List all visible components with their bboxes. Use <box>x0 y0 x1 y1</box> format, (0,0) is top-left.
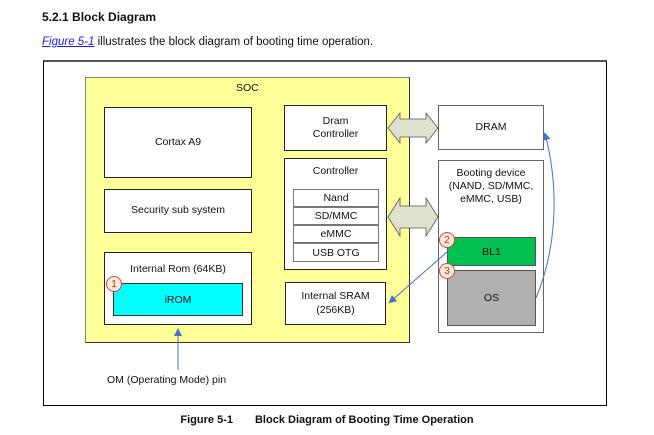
controller-bus-arrow <box>387 196 439 238</box>
controller-item-nand: Nand <box>293 189 379 207</box>
step-2-badge: 2 <box>439 232 455 248</box>
figure-caption: Figure 5-1 Block Diagram of Booting Time … <box>0 414 654 426</box>
dram-controller-label-2: Controller <box>312 128 359 140</box>
soc-label: SOC <box>236 82 259 94</box>
os-block: OS <box>447 270 536 326</box>
dram-label: DRAM <box>475 120 507 133</box>
controller-label: Controller <box>312 165 359 177</box>
bl1-block: BL1 <box>447 237 536 266</box>
controller-item-emmc: eMMC <box>293 225 379 243</box>
dram-controller-label-1: Dram <box>322 114 349 127</box>
cortex-a9-label: Cortax A9 <box>154 135 202 148</box>
booting-device-label-3: eMMC, USB) <box>460 193 522 206</box>
intro-text: illustrates the block diagram of booting… <box>94 36 374 48</box>
bl1-label: BL1 <box>482 245 501 258</box>
intro-paragraph: Figure 5-1 illustrates the block diagram… <box>42 36 373 48</box>
dram-bus-arrow <box>387 111 439 145</box>
booting-device-label-1: Booting device <box>456 167 526 179</box>
step-1-badge: 1 <box>106 276 122 292</box>
irom-block: iROM <box>113 283 243 316</box>
cortex-a9-block: Cortax A9 <box>104 107 252 178</box>
os-to-dram-arrow <box>535 132 555 299</box>
internal-sram-label-2: (256KB) <box>316 303 355 316</box>
controller-item-sdmmc: SD/MMC <box>293 207 379 225</box>
controller-item-usb-otg: USB OTG <box>293 243 379 262</box>
om-pin-label: OM (Operating Mode) pin <box>107 374 227 386</box>
booting-device-label-2: (NAND, SD/MMC, <box>448 180 534 193</box>
bl1-to-sram-arrow <box>388 251 448 304</box>
security-subsystem-block: Security sub system <box>104 189 252 233</box>
step-3-badge: 3 <box>439 263 455 279</box>
figure-link[interactable]: Figure 5-1 <box>42 36 95 48</box>
irom-label: iROM <box>164 293 192 306</box>
figure-title: Block Diagram of Booting Time Operation <box>254 414 474 426</box>
dram-controller-block: Dram Controller <box>284 105 387 151</box>
security-subsystem-label: Security sub system <box>131 204 225 217</box>
internal-sram-label-1: Internal SRAM <box>301 290 370 303</box>
dram-block: DRAM <box>438 105 544 150</box>
figure-number: Figure 5-1 <box>180 414 233 426</box>
internal-sram-block: Internal SRAM (256KB) <box>285 282 386 325</box>
os-label: OS <box>483 292 500 304</box>
section-heading: 5.2.1 Block Diagram <box>42 10 157 24</box>
internal-rom-label: Internal Rom (64KB) <box>130 263 226 275</box>
